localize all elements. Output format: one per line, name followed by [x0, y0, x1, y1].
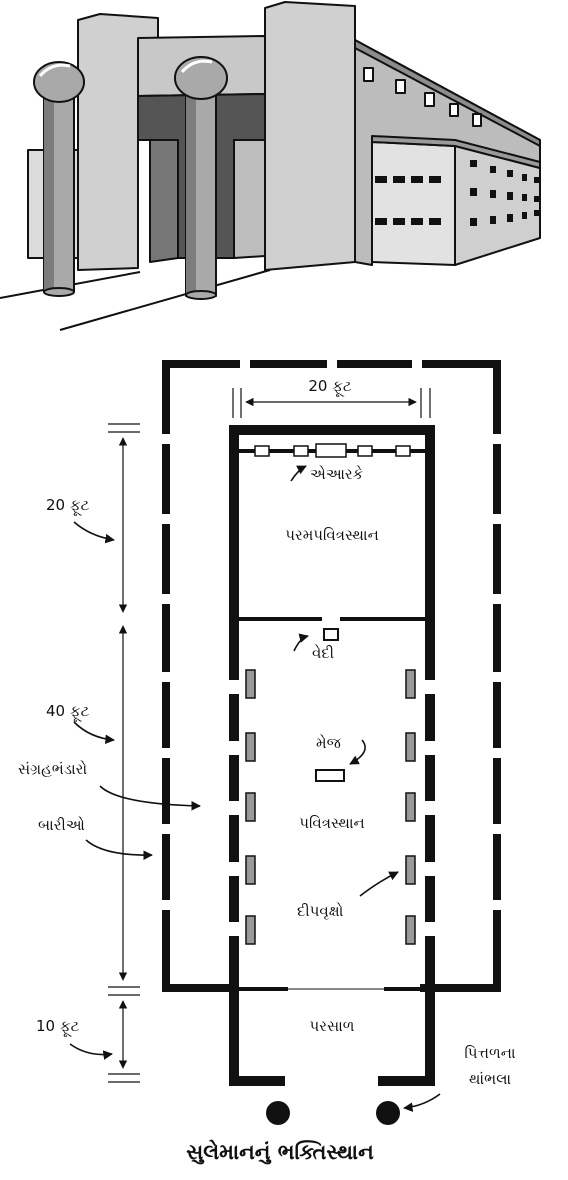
pillars-label-line1: પિત્તળના — [464, 1044, 516, 1062]
holy-label: પવિત્રસ્થાન — [299, 814, 365, 832]
inner-wall — [229, 425, 435, 1086]
storerooms-label: સંગ્રહભંડારો — [18, 760, 88, 778]
table-label: મેજ — [316, 734, 341, 752]
width-label: 20 ફૂટ — [308, 377, 352, 395]
pointer-arrows — [69, 465, 441, 1112]
lampstands — [245, 669, 416, 945]
porch-length-label: 10 ફૂટ — [36, 1017, 80, 1035]
pillars-label-line2: થાંભલા — [468, 1070, 512, 1088]
porch-label: પરસાળ — [309, 1017, 355, 1035]
most-holy-length-label: 20 ફૂટ — [46, 496, 90, 514]
pillar-right — [376, 1101, 400, 1125]
pillar-left — [266, 1101, 290, 1125]
length-dimensions — [108, 423, 140, 1083]
windows-label: બારીઓ — [38, 816, 85, 834]
diagram-title: સુલેમાનનું ભક્તિસ્થાન — [186, 1140, 374, 1164]
ark-label: એઆરકે — [310, 465, 364, 483]
altar-label: વેદી — [312, 644, 335, 662]
table-shape — [315, 769, 345, 782]
outer-wall — [161, 359, 502, 992]
altar-shape — [323, 628, 339, 641]
width-dimension — [232, 388, 431, 418]
lampstands-label: દીપવૃક્ષો — [297, 902, 344, 920]
most-holy-label: પરમપવિત્રસ્થાન — [285, 526, 379, 544]
holy-length-label: 40 ફૂટ — [46, 702, 90, 720]
floor-plan — [69, 359, 502, 1125]
temple-illustration — [0, 1, 541, 331]
